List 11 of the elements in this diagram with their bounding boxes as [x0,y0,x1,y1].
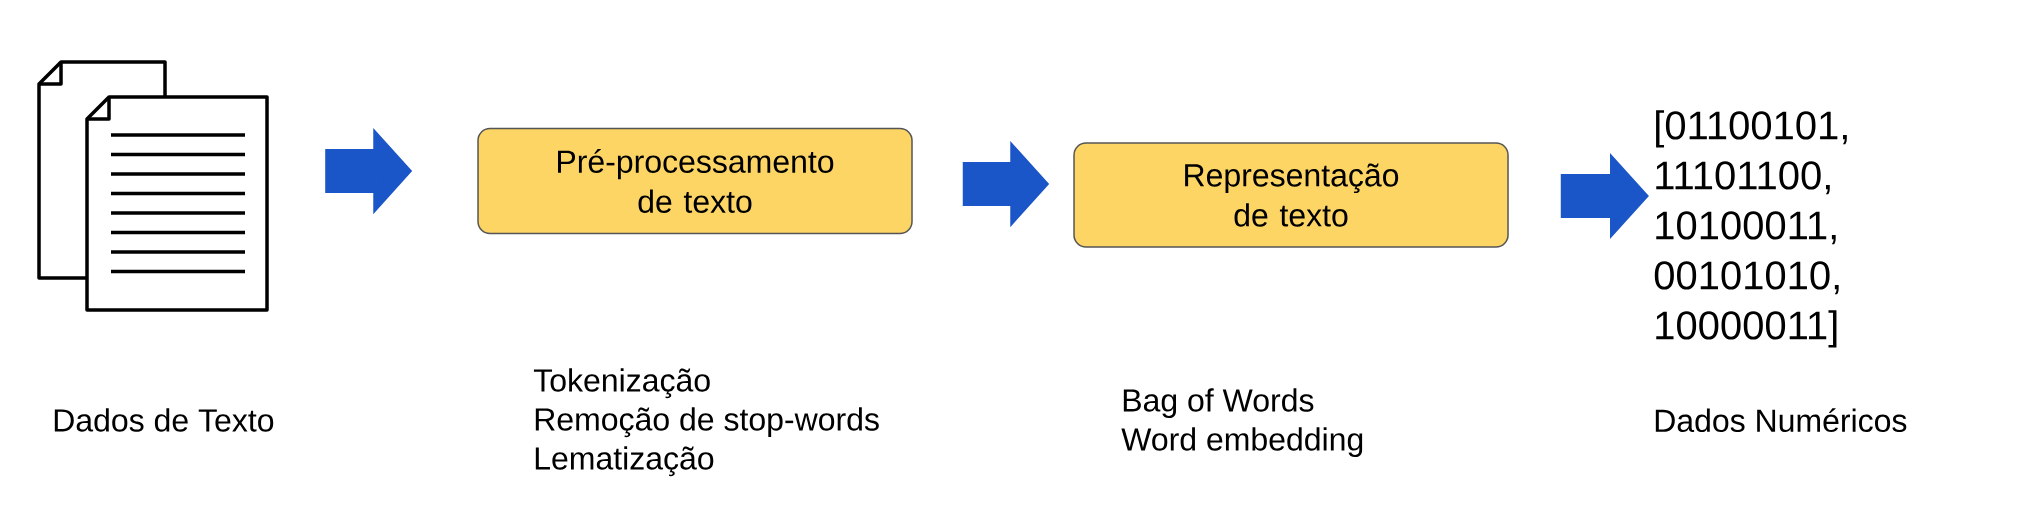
caption-text: Dados Numéricos [1655,408,1907,433]
caption-text: Tokenização [533,368,710,399]
binary-text: [01100101, 11101100, 10100011, 00101010, 10000011] [1654,110,1847,348]
caption-text: Word embedding [1121,427,1363,458]
process-box: Representação de texto [1073,142,1509,248]
process-box: Pré-processamento de texto [477,127,913,235]
caption-text: Lematização [535,446,714,477]
caption-text: Dados de Texto [54,408,274,432]
caption-text: Bag of Words [1123,388,1314,419]
document-drawing [37,60,269,312]
caption-text: Remoção de stop-words [535,407,879,438]
